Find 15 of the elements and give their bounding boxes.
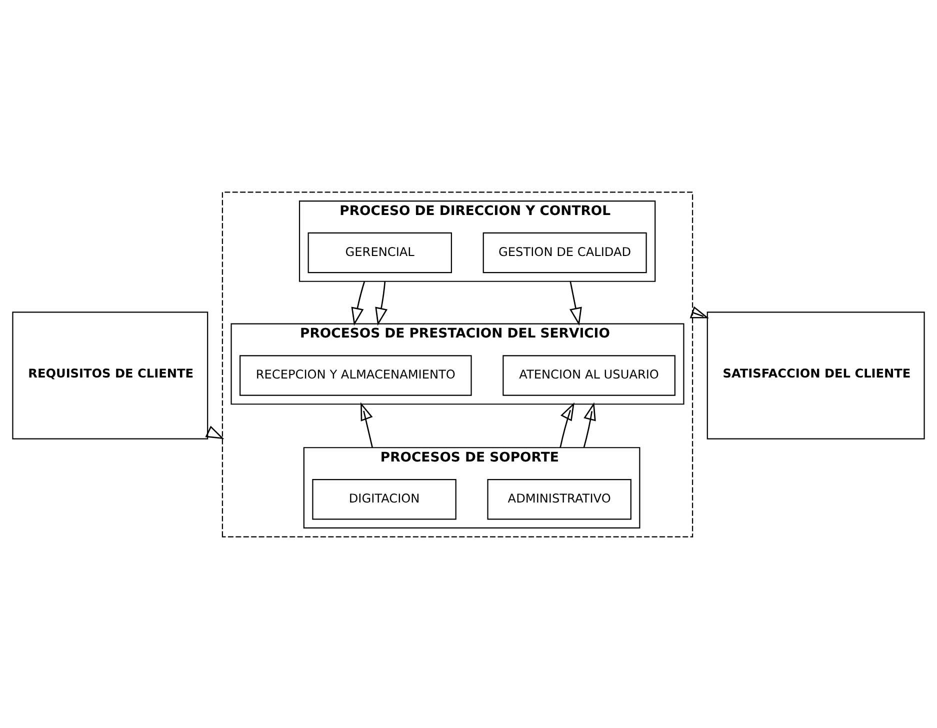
- arrow: [560, 402, 574, 448]
- node-box: GERENCIAL: [308, 232, 452, 273]
- node-box: ADMINISTRATIVO: [487, 478, 632, 520]
- arrow: [583, 402, 596, 448]
- arrow: [570, 280, 582, 326]
- node-box: ATENCION AL USUARIO: [502, 354, 676, 396]
- arrow: [690, 306, 709, 318]
- node-box: RECEPCION Y ALMACENAMIENTO: [240, 354, 472, 396]
- cluster: [222, 191, 694, 537]
- node-box: SATISFACCION DEL CLIENTE: [706, 311, 925, 439]
- node-box: DIGITACION: [312, 478, 456, 520]
- node-box: GESTION DE CALIDAD: [482, 232, 647, 273]
- arrow: [351, 280, 366, 326]
- arrow: [375, 280, 388, 326]
- arrow: [360, 402, 374, 448]
